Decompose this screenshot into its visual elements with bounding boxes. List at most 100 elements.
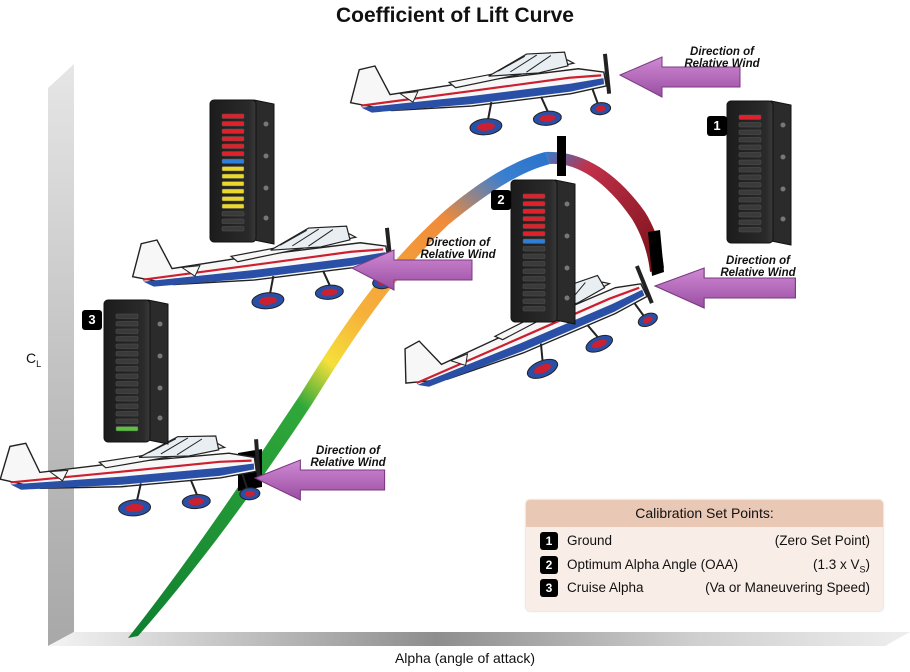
- led-top-8: [221, 173, 245, 179]
- led-2-1: [522, 201, 546, 207]
- led-2-0: [522, 193, 546, 199]
- led-1-5: [738, 152, 762, 158]
- led-1-2: [738, 129, 762, 135]
- legend-value-oaa: (1.3 x VS): [812, 557, 870, 575]
- led-1-6: [738, 159, 762, 165]
- x-axis-floor: [48, 632, 910, 646]
- legend-value-cruise: (Va or Maneuvering Speed): [705, 580, 870, 595]
- led-top-15: [221, 226, 245, 232]
- led-3-13: [115, 411, 139, 417]
- led-1-3: [738, 137, 762, 143]
- led-3-4: [115, 343, 139, 349]
- led-2-6: [522, 238, 546, 244]
- led-3-15: [115, 426, 139, 432]
- led-3-10: [115, 388, 139, 394]
- led-top-3: [221, 136, 245, 142]
- led-3-1: [115, 321, 139, 327]
- airplane-top: [346, 40, 616, 150]
- led-2-2: [522, 208, 546, 214]
- led-2-12: [522, 283, 546, 289]
- marker-2: [557, 136, 566, 176]
- led-3-6: [115, 358, 139, 364]
- x-axis-label: Alpha (angle of attack): [394, 650, 536, 666]
- led-top-12: [221, 203, 245, 209]
- led-3-0: [115, 313, 139, 319]
- led-3-7: [115, 366, 139, 372]
- aoa-indicator-2: [510, 179, 576, 325]
- y-axis-wall: [48, 64, 74, 646]
- legend-num-1: 1: [540, 532, 558, 550]
- led-1-13: [738, 212, 762, 218]
- marker-1: [648, 230, 664, 276]
- aoa-indicator-3: [103, 299, 169, 445]
- led-1-7: [738, 167, 762, 173]
- badge-1: 1: [707, 116, 727, 136]
- badge-2: 2: [491, 190, 511, 210]
- led-1-1: [738, 122, 762, 128]
- legend-label-cruise: Cruise Alpha: [567, 580, 644, 595]
- legend-value-ground: (Zero Set Point): [774, 533, 870, 548]
- led-top-14: [221, 218, 245, 224]
- legend-row-ground: 1 Ground (Zero Set Point): [540, 531, 870, 551]
- led-3-8: [115, 373, 139, 379]
- led-3-5: [115, 351, 139, 357]
- page-title: Coefficient of Lift Curve: [335, 4, 574, 27]
- led-2-7: [522, 246, 546, 252]
- led-top-11: [221, 196, 245, 202]
- led-3-3: [115, 336, 139, 342]
- led-1-12: [738, 204, 762, 210]
- led-1-15: [738, 227, 762, 233]
- led-top-10: [221, 188, 245, 194]
- led-1-0: [738, 114, 762, 120]
- led-3-2: [115, 328, 139, 334]
- led-3-12: [115, 403, 139, 409]
- legend-row-cruise: 3 Cruise Alpha (Va or Maneuvering Speed): [540, 578, 870, 598]
- led-2-9: [522, 261, 546, 267]
- legend-label-oaa: Optimum Alpha Angle (OAA): [567, 557, 739, 572]
- led-2-15: [522, 306, 546, 312]
- legend-row-oaa: 2 Optimum Alpha Angle (OAA) (1.3 x VS): [540, 555, 870, 575]
- led-2-3: [522, 216, 546, 222]
- legend-num-2: 2: [540, 556, 558, 574]
- badge-3: 3: [82, 310, 102, 330]
- led-2-8: [522, 253, 546, 259]
- led-3-11: [115, 396, 139, 402]
- led-top-2: [221, 128, 245, 134]
- led-1-4: [738, 144, 762, 150]
- led-1-9: [738, 182, 762, 188]
- led-2-10: [522, 268, 546, 274]
- led-1-8: [738, 174, 762, 180]
- aoa-indicator-top: [209, 99, 275, 245]
- led-top-5: [221, 151, 245, 157]
- led-top-7: [221, 166, 245, 172]
- lift-curve-rising: [128, 152, 550, 638]
- led-2-13: [522, 291, 546, 297]
- led-top-9: [221, 181, 245, 187]
- legend-heading: Calibration Set Points:: [526, 500, 883, 527]
- legend-num-3: 3: [540, 579, 558, 597]
- led-top-6: [221, 158, 245, 164]
- led-1-10: [738, 189, 762, 195]
- led-2-14: [522, 298, 546, 304]
- led-top-4: [221, 143, 245, 149]
- led-2-11: [522, 276, 546, 282]
- led-top-0: [221, 113, 245, 119]
- led-3-14: [115, 418, 139, 424]
- calibration-legend: Calibration Set Points: 1 Ground (Zero S…: [526, 500, 883, 611]
- legend-label-ground: Ground: [567, 533, 613, 548]
- led-top-1: [221, 121, 245, 127]
- led-top-13: [221, 211, 245, 217]
- led-2-5: [522, 231, 546, 237]
- led-1-11: [738, 197, 762, 203]
- aoa-indicator-1: [726, 100, 792, 246]
- y-axis-label: CL: [26, 350, 42, 369]
- led-2-4: [522, 223, 546, 229]
- led-3-9: [115, 381, 139, 387]
- led-1-14: [738, 219, 762, 225]
